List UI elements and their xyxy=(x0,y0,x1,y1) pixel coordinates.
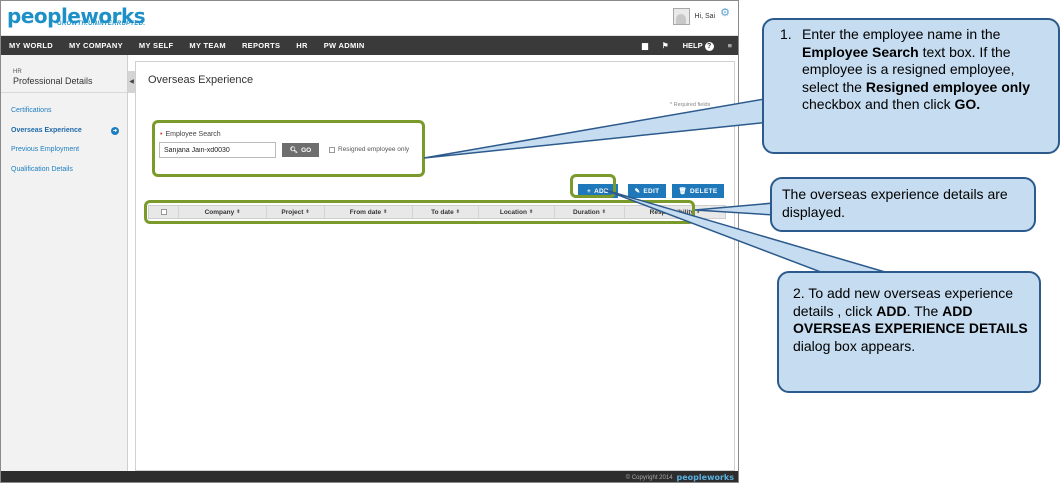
nav-reports[interactable]: REPORTS xyxy=(241,41,281,50)
sidebar-item-qualification-details[interactable]: Qualification Details xyxy=(11,165,73,173)
callout-step-1: 1. Enter the employee name in the Employ… xyxy=(762,18,1060,154)
arrow-right-icon: ➜ xyxy=(111,126,119,135)
nav-hr[interactable]: HR xyxy=(296,41,308,50)
callout-step-1-number: 1. xyxy=(780,26,792,42)
nav-right-tools: ▆ ⚑ HELP? ≡ xyxy=(642,36,732,55)
sidebar-section: HR xyxy=(13,69,22,75)
sidebar-title: Professional Details xyxy=(13,76,93,86)
resigned-label: Resigned employee only xyxy=(338,146,410,153)
employee-search-label-text: Employee Search xyxy=(165,131,221,138)
help-button[interactable]: HELP? xyxy=(683,41,714,51)
flag-icon[interactable]: ⚑ xyxy=(661,41,669,50)
main-panel: Overseas Experience * Required fields •E… xyxy=(135,61,735,471)
user-greeting: Hi, Sai xyxy=(694,13,716,20)
table-header: Company⬍ Project⬍ From date⬍ To date⬍ Lo… xyxy=(148,205,726,219)
divider xyxy=(1,92,127,93)
required-fields-note: * Required fields xyxy=(670,102,711,108)
go-label: GO xyxy=(301,146,312,154)
main-nav: MY WORLD MY COMPANY MY SELF MY TEAM REPO… xyxy=(1,36,738,55)
column-location[interactable]: Location⬍ xyxy=(479,206,555,218)
nav-my-company[interactable]: MY COMPANY xyxy=(68,41,123,50)
column-duration[interactable]: Duration⬍ xyxy=(555,206,625,218)
employee-search-label: •Employee Search xyxy=(160,131,221,138)
select-all-column[interactable] xyxy=(149,206,179,218)
sidebar-item-previous-employment[interactable]: Previous Employment xyxy=(11,146,80,153)
pencil-icon: ✎ xyxy=(634,188,641,195)
menu-icon[interactable]: ≡ xyxy=(727,41,732,50)
column-from-date[interactable]: From date⬍ xyxy=(325,206,413,218)
footer: © Copyright 2014 peopleworks xyxy=(1,471,738,482)
add-label: ADD xyxy=(594,187,610,195)
column-project[interactable]: Project⬍ xyxy=(267,206,325,218)
go-button[interactable]: 🔍︎GO xyxy=(282,143,319,157)
edit-button[interactable]: ✎EDIT xyxy=(628,184,666,198)
resigned-employee-checkbox[interactable]: Resigned employee only xyxy=(329,146,409,153)
column-company[interactable]: Company⬍ xyxy=(179,206,267,218)
trash-icon: 🗑︎ xyxy=(678,188,688,195)
nav-pw-admin[interactable]: PW ADMIN xyxy=(323,41,365,50)
checkbox-box[interactable] xyxy=(329,146,335,153)
book-icon[interactable]: ▆ xyxy=(642,41,648,50)
sidebar-menu: Certifications Overseas Experience ➜ Prev… xyxy=(1,93,127,183)
logo-tagline: GROWTH.UNINTERRUPTED. xyxy=(57,21,146,27)
footer-logo: peopleworks xyxy=(676,473,734,482)
nav-my-self[interactable]: MY SELF xyxy=(138,41,174,50)
sidebar-collapse-chevron-icon[interactable]: ◀ xyxy=(128,71,135,93)
search-icon: 🔍︎ xyxy=(289,147,299,154)
sidebar-item-label: Overseas Experience xyxy=(11,126,82,134)
callout-step-2: 2. To add new overseas experience detail… xyxy=(777,271,1041,393)
callout-table-info: The overseas experience details are disp… xyxy=(770,177,1036,232)
column-responsibility[interactable]: Responsibility⬍ xyxy=(649,208,701,216)
help-icon: ? xyxy=(704,41,714,51)
page-title: Overseas Experience xyxy=(148,74,254,86)
app-window: peopleworks GROWTH.UNINTERRUPTED. Hi, Sa… xyxy=(0,0,739,483)
delete-label: DELETE xyxy=(690,187,718,195)
plus-icon: + xyxy=(586,187,592,195)
sidebar: HR Professional Details Certifications O… xyxy=(1,55,128,482)
help-label: HELP xyxy=(682,40,703,50)
column-to-date[interactable]: To date⬍ xyxy=(413,206,479,218)
sidebar-item-overseas-experience[interactable]: Overseas Experience ➜ xyxy=(1,125,127,145)
footer-content: © Copyright 2014 peopleworks xyxy=(626,473,734,482)
top-bar: peopleworks GROWTH.UNINTERRUPTED. Hi, Sa… xyxy=(1,1,738,36)
edit-label: EDIT xyxy=(643,187,660,195)
select-all-checkbox[interactable] xyxy=(160,209,167,215)
delete-button[interactable]: 🗑︎DELETE xyxy=(672,184,724,198)
avatar[interactable] xyxy=(672,8,690,25)
nav-my-team[interactable]: MY TEAM xyxy=(189,41,226,50)
callout-step-1-text: Enter the employee name in the Employee … xyxy=(802,26,1030,112)
peopleworks-logo[interactable]: peopleworks xyxy=(7,4,146,28)
copyright: © Copyright 2014 xyxy=(625,474,673,481)
settings-gear-icon[interactable]: ⚙ xyxy=(720,7,730,19)
sidebar-header: HR Professional Details xyxy=(1,55,127,86)
employee-search-input[interactable] xyxy=(159,142,276,158)
sidebar-item-certifications[interactable]: Certifications xyxy=(11,107,52,114)
user-area: Hi, Sai ⚙ xyxy=(672,7,730,25)
add-button[interactable]: +ADD xyxy=(578,184,618,198)
nav-my-world[interactable]: MY WORLD xyxy=(9,41,53,50)
